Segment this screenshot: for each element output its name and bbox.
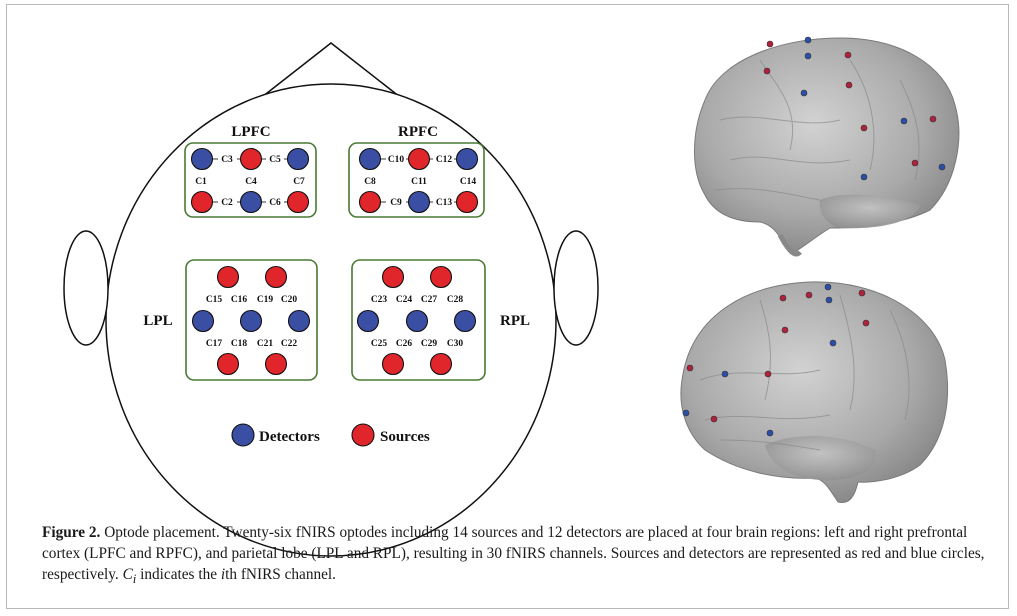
channel-label: C23	[371, 295, 388, 305]
channel-label: C20	[281, 295, 298, 305]
source-optode	[381, 352, 405, 376]
right-ear	[553, 230, 599, 346]
channel-label: C25	[371, 339, 388, 349]
source-optode	[216, 265, 240, 289]
channel-label: C22	[281, 339, 298, 349]
channel-label: C24	[396, 295, 413, 305]
caption-text-3-post: th fNIRS channel.	[225, 566, 336, 583]
source-optode	[407, 147, 431, 171]
detector-optode	[455, 147, 479, 171]
channel-label: C2	[221, 198, 233, 208]
region-label-lpl: LPL	[143, 313, 172, 329]
channel-label: C28	[447, 295, 464, 305]
source-optode	[358, 190, 382, 214]
brain-image-top	[694, 36, 960, 257]
channel-label: C10	[388, 155, 405, 165]
caption-text-2: and right prefrontal cortex (LPFC and RP…	[42, 524, 968, 562]
source-optode	[216, 352, 240, 376]
detector-optode	[453, 309, 477, 333]
channel-label: C6	[269, 198, 281, 208]
nose-shape	[261, 42, 401, 98]
source-optode	[239, 147, 263, 171]
ith-i: i	[220, 566, 226, 583]
channel-label: C27	[421, 295, 438, 305]
ci-subscript: i	[132, 572, 137, 587]
detector-optode	[286, 147, 310, 171]
source-optode	[190, 190, 214, 214]
optodes	[190, 147, 479, 376]
source-optode	[429, 265, 453, 289]
left-ear	[63, 230, 109, 346]
channel-label: C9	[390, 198, 402, 208]
channel-label: C8	[364, 177, 376, 187]
source-optode	[429, 352, 453, 376]
legend-sources-label: Sources	[380, 429, 430, 445]
region-box-rpfc	[348, 142, 485, 218]
channel-label: C15	[206, 295, 223, 305]
region-label-rpl: RPL	[500, 313, 530, 329]
detector-optode	[407, 190, 431, 214]
channel-label: C11	[411, 177, 427, 187]
legend: Detectors Sources	[231, 423, 430, 447]
figure-label: Figure 2.	[42, 524, 101, 541]
detector-optode	[405, 309, 429, 333]
legend-source-swatch	[351, 423, 375, 447]
channel-label: C3	[221, 155, 233, 165]
caption-text-3-mid: indicates the	[140, 566, 218, 583]
region-label-lpfc: LPFC	[231, 124, 270, 140]
channel-label: C1	[195, 177, 207, 187]
detector-optode	[356, 309, 380, 333]
channel-label: C30	[447, 339, 464, 349]
channel-label: C26	[396, 339, 413, 349]
channel-label: C4	[245, 177, 257, 187]
detector-optode	[239, 309, 263, 333]
source-optode	[286, 190, 310, 214]
legend-detector-swatch	[231, 423, 255, 447]
figure-caption: Figure 2. Optode placement. Twenty-six f…	[42, 522, 992, 590]
caption-text-1: Optode placement. Twenty-six fNIRS optod…	[104, 524, 845, 541]
detector-optode	[287, 309, 311, 333]
channel-label: C16	[231, 295, 248, 305]
detector-optode	[358, 147, 382, 171]
head-ellipse	[105, 83, 557, 557]
channel-label: C14	[460, 177, 477, 187]
legend-detectors-label: Detectors	[259, 429, 320, 445]
region-label-rpfc: RPFC	[398, 124, 438, 140]
ci-symbol: C	[122, 566, 133, 583]
channel-label: C19	[257, 295, 274, 305]
source-optode	[381, 265, 405, 289]
caption-text-3-pre: detectors are represented as red and blu…	[42, 545, 985, 583]
detector-optode	[239, 190, 263, 214]
brain-image-bottom	[680, 281, 949, 504]
channel-label: C13	[436, 198, 453, 208]
channel-label: C12	[436, 155, 453, 165]
source-optode	[264, 352, 288, 376]
channel-label: C5	[269, 155, 281, 165]
channel-label: C21	[257, 339, 274, 349]
channel-label: C29	[421, 339, 438, 349]
detector-optode	[190, 147, 214, 171]
source-optode	[455, 190, 479, 214]
region-box-lpfc	[184, 142, 317, 218]
head-outline	[63, 42, 599, 557]
channel-label: C18	[231, 339, 248, 349]
channel-label: C17	[206, 339, 223, 349]
source-optode	[264, 265, 288, 289]
channel-label: C7	[293, 177, 305, 187]
detector-optode	[191, 309, 215, 333]
